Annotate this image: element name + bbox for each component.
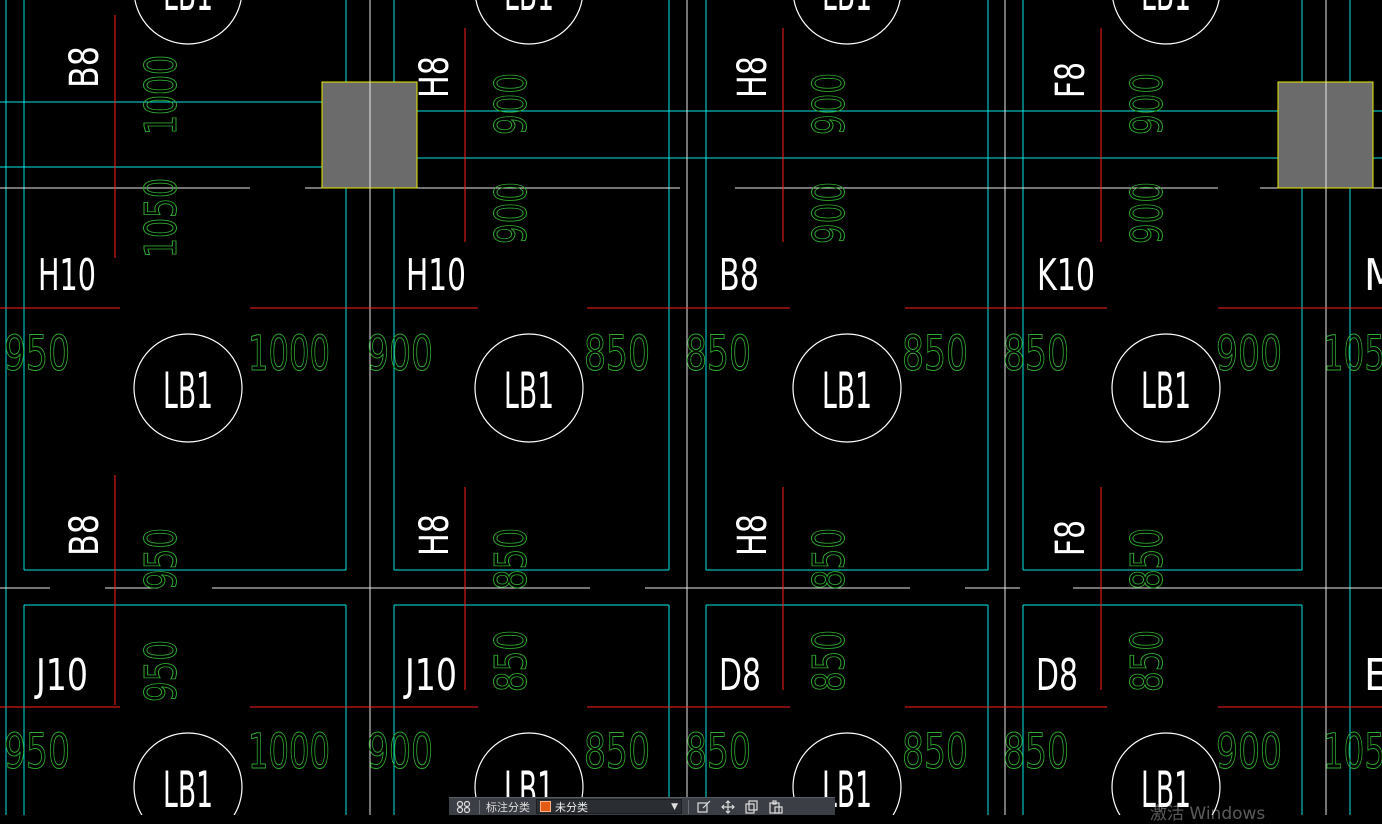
slab-label: LB1 (504, 362, 554, 420)
category-label: 标注分类 (486, 800, 530, 814)
dimension-label: 850 (1122, 630, 1173, 692)
bay-label: H10 (406, 250, 466, 301)
bar-label: H8 (412, 56, 458, 98)
slab-label: LB1 (163, 362, 213, 420)
slab-circle (792, 333, 902, 443)
dimension-label: 900 (367, 724, 433, 780)
bay-label: H10 (38, 250, 96, 301)
toolbar-separator (688, 799, 689, 814)
vertical-bar-labels: B8 H8 H8 F8 B8 H8 H8 F8 (62, 46, 1094, 556)
bar-label: H8 (730, 56, 776, 98)
slab-circle (134, 0, 242, 45)
slab-label: LB1 (163, 761, 213, 815)
dimension-label: 1000 (136, 55, 187, 135)
bar-label: B8 (62, 46, 108, 88)
bar-label: F8 (1048, 520, 1094, 556)
edit-icon[interactable] (695, 799, 713, 815)
horizontal-dimensions: 950 1000 900 850 850 850 850 900 105 950… (4, 326, 1382, 781)
dimension-label: 1000 (248, 724, 330, 780)
dimension-label: 850 (584, 326, 650, 382)
dimension-label: 850 (685, 724, 751, 780)
dimension-label: 900 (486, 182, 537, 244)
toolbar-separator (479, 799, 480, 814)
dimension-label: 900 (367, 326, 433, 382)
bay-label: J10 (402, 650, 457, 701)
slab-label: LB1 (163, 0, 213, 22)
dimension-label: 850 (584, 724, 650, 780)
dimension-label: 850 (902, 326, 968, 382)
dimension-label: 950 (4, 724, 70, 780)
slab-circle (474, 732, 584, 815)
bar-label: F8 (1048, 62, 1094, 98)
bay-label: E (1364, 650, 1382, 701)
slab-label: LB1 (1141, 0, 1191, 22)
rebar-lines (0, 15, 1382, 708)
dimension-label: 900 (1122, 182, 1173, 244)
dimension-label: 950 (136, 528, 187, 590)
bay-label: J10 (33, 650, 88, 701)
dimension-label: 850 (902, 724, 968, 780)
category-value: 未分类 (555, 800, 588, 814)
bar-label: H8 (412, 514, 458, 556)
slab-circle (133, 333, 243, 443)
slab-circle (475, 0, 583, 45)
bay-label: M (1364, 250, 1382, 301)
copy-icon[interactable] (743, 799, 761, 815)
bay-label: D8 (719, 650, 761, 701)
slab-circle (793, 0, 901, 45)
annotation-toolbar: 标注分类 未分类 ▼ (449, 797, 835, 815)
annotation-group-icon[interactable] (455, 799, 473, 815)
dimension-label: 850 (1122, 528, 1173, 590)
dimension-label: 900 (804, 73, 855, 135)
bay-labels: H10 H10 B8 K10 M J10 J10 D8 D8 E (33, 250, 1382, 701)
slab-label: LB1 (822, 362, 872, 420)
dimension-label: 900 (1216, 724, 1282, 780)
dimension-label: 850 (804, 630, 855, 692)
dimension-label: 950 (4, 326, 70, 382)
dimension-label: 850 (685, 326, 751, 382)
slab-circle (1112, 0, 1220, 45)
category-color-swatch (540, 801, 551, 812)
slab-label: LB1 (504, 0, 554, 22)
paste-icon[interactable] (767, 799, 785, 815)
slab-label: LB1 (1141, 362, 1191, 420)
bay-label: D8 (1036, 650, 1078, 701)
chevron-down-icon: ▼ (671, 801, 678, 812)
slab-circle (1111, 333, 1221, 443)
slab-circle (133, 732, 243, 815)
dimension-label: 900 (1216, 326, 1282, 382)
dimension-label: 900 (486, 73, 537, 135)
move-icon[interactable] (719, 799, 737, 815)
bar-label: B8 (62, 514, 108, 556)
dimension-label: 950 (136, 640, 187, 702)
slab-label: LB1 (1141, 761, 1191, 815)
category-dropdown[interactable]: 未分类 ▼ (536, 799, 682, 814)
dimension-label: 900 (804, 182, 855, 244)
dimension-label: 850 (486, 630, 537, 692)
dimension-label: 900 (1122, 73, 1173, 135)
dimension-label: 850 (804, 528, 855, 590)
dimension-label: 105 (1323, 326, 1382, 382)
bay-label: B8 (719, 250, 759, 301)
vertical-dimensions: 1000 900 900 900 1050 900 900 900 950 85… (136, 55, 1174, 703)
slab-label: LB1 (822, 0, 872, 22)
dimension-label: 1050 (136, 178, 187, 258)
slab-labels: LB1LB1LB1LB1LB1LB1LB1LB1LB1LB1LB1LB1 (133, 0, 1221, 815)
slab-circle (1111, 732, 1221, 815)
slab-circle (792, 732, 902, 815)
dimension-label: 1000 (248, 326, 330, 382)
bay-label: K10 (1037, 250, 1095, 301)
slab-circle (474, 333, 584, 443)
dimension-label: 850 (486, 528, 537, 590)
dimension-label: 105 (1323, 724, 1382, 780)
columns (321, 81, 1374, 189)
windows-activation-watermark: 激活 Windows (1150, 804, 1266, 824)
dimension-label: 850 (1003, 724, 1069, 780)
dimension-label: 850 (1003, 326, 1069, 382)
bar-label: H8 (730, 514, 776, 556)
